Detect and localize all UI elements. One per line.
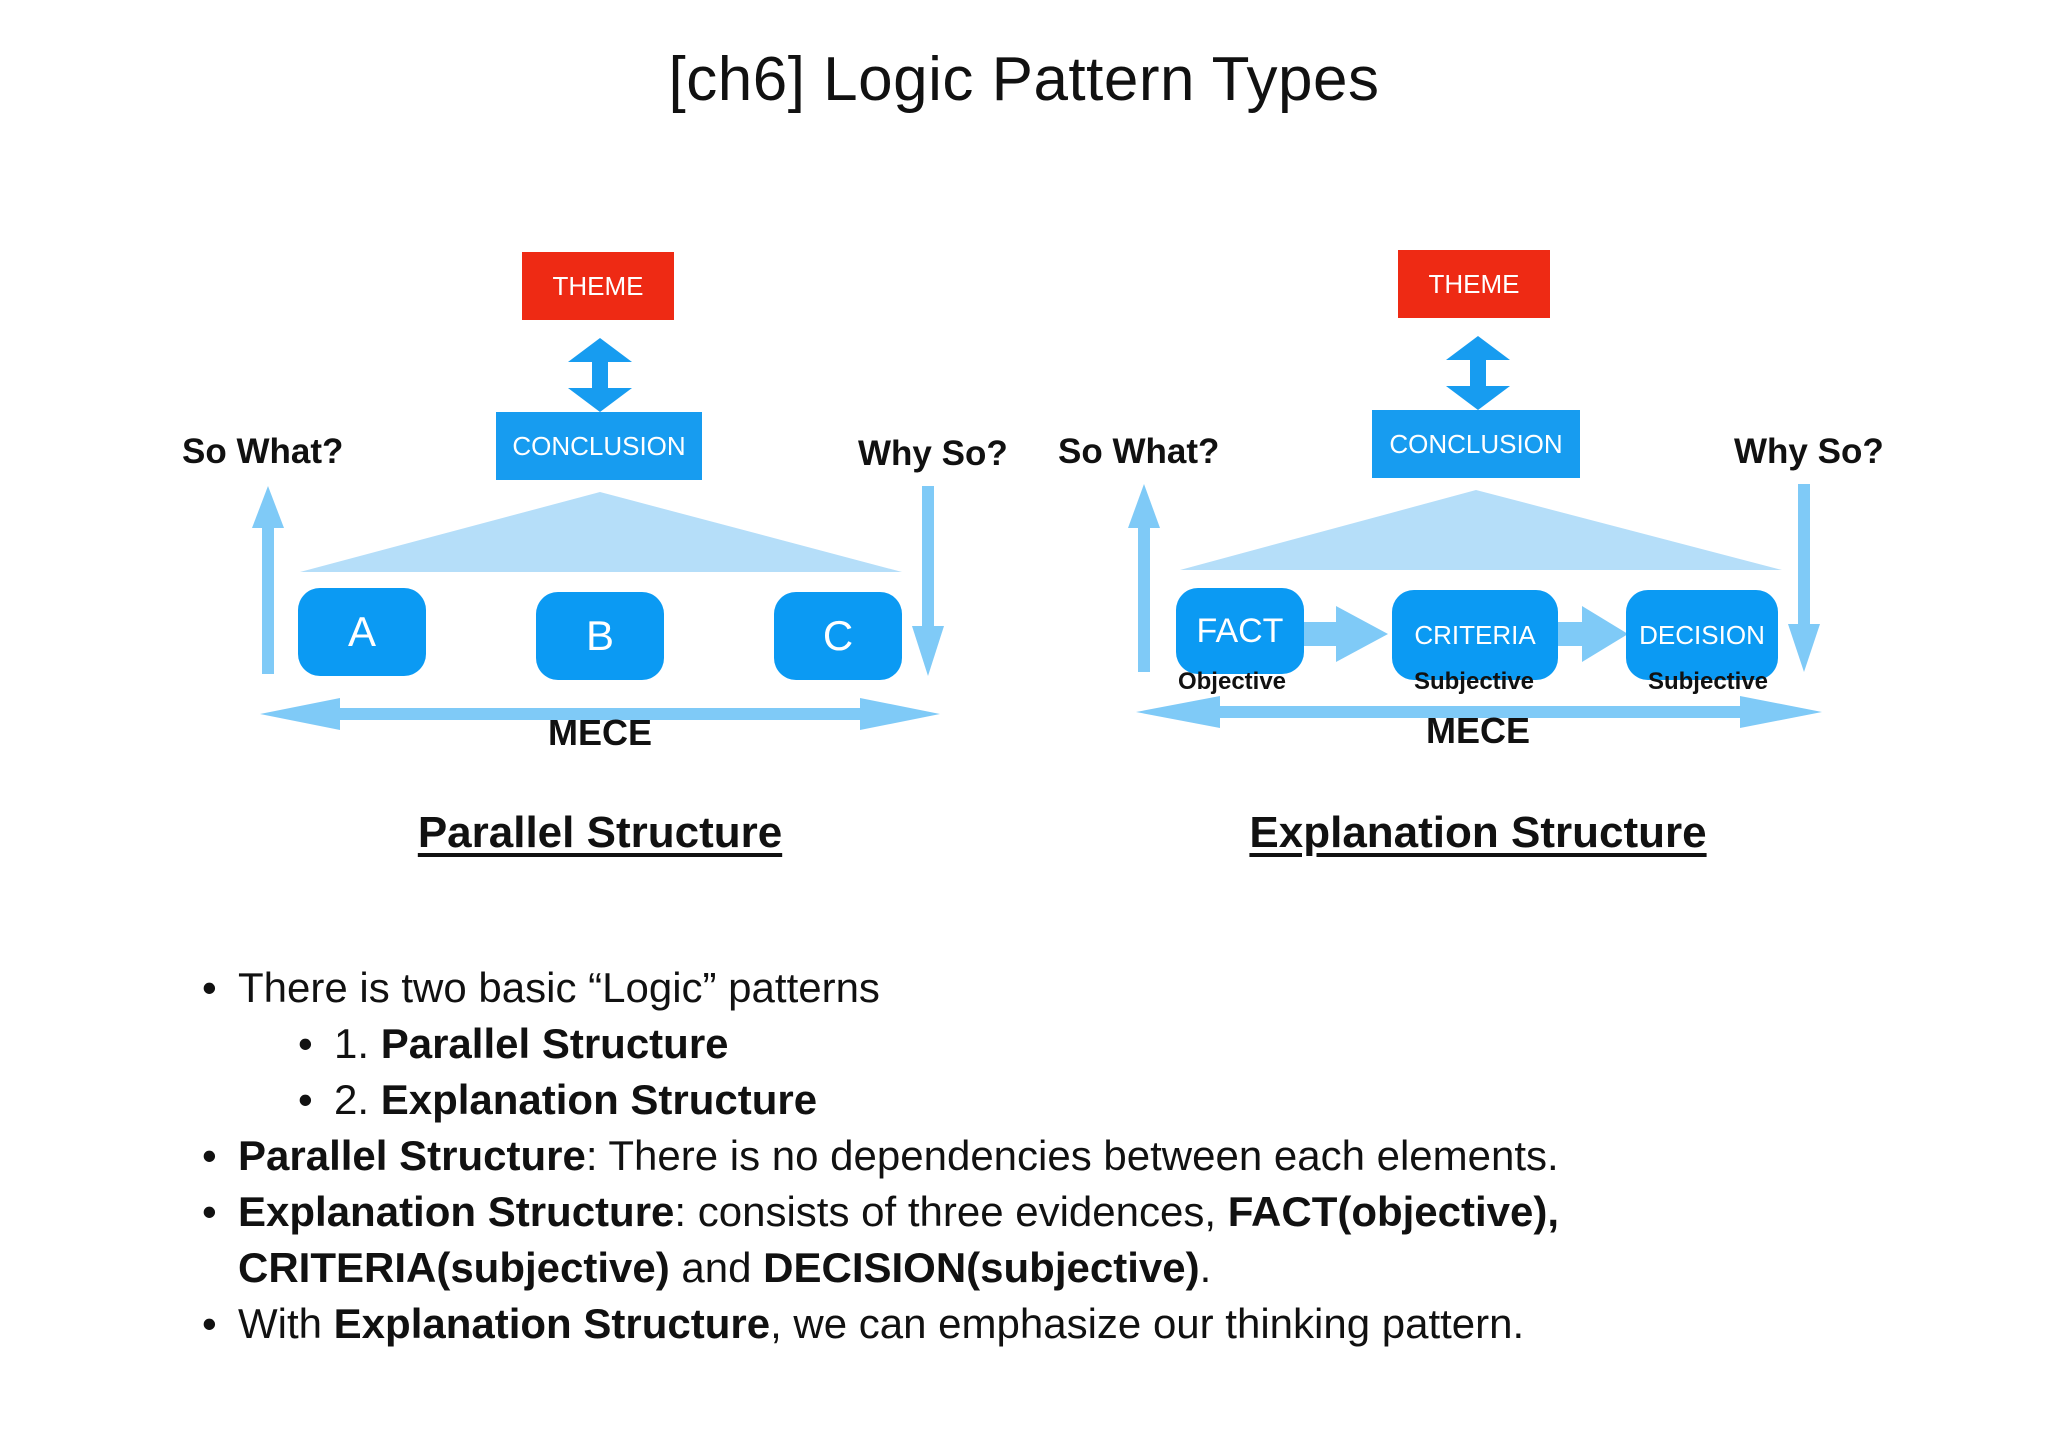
mece-arrow (1136, 696, 1822, 728)
node-c: C (774, 592, 902, 680)
node-fact: FACT (1176, 588, 1304, 674)
bullet-dot: • (202, 1188, 217, 1235)
theme-conclusion-double-arrow (1446, 336, 1510, 410)
node-decision: DECISION (1626, 590, 1778, 680)
bullet-item: • With Explanation Structure, we can emp… (200, 1296, 2000, 1352)
theme-box: THEME (522, 252, 674, 320)
pyramid-triangle (1180, 490, 1782, 570)
sub-bullet-item: • 2. Explanation Structure (296, 1072, 2000, 1128)
node-a: A (298, 588, 426, 676)
criteria-to-decision-arrow (1556, 606, 1628, 662)
bullet-dot: • (298, 1020, 313, 1067)
so-what-arrow (1128, 484, 1160, 672)
parallel-structure-caption: Parallel Structure (417, 808, 783, 857)
criteria-sublabel: Subjective (1413, 668, 1535, 695)
bullet-item: • There is two basic “Logic” patterns (200, 960, 2000, 1016)
pyramid-triangle (300, 492, 902, 572)
explanation-structure-caption: Explanation Structure (1249, 808, 1707, 857)
bullet-list: • There is two basic “Logic” patterns • … (200, 960, 2000, 1352)
bullet-dot: • (202, 1300, 217, 1347)
bullet-dot: • (202, 964, 217, 1011)
node-criteria: CRITERIA (1392, 590, 1558, 680)
theme-box: THEME (1398, 250, 1550, 318)
why-so-arrow (912, 486, 944, 676)
so-what-label: So What? (182, 432, 344, 471)
sub-bullet-item: • 1. Parallel Structure (296, 1016, 2000, 1072)
decision-sublabel: Subjective (1647, 668, 1769, 695)
parallel-diagram-graphics (252, 338, 944, 730)
mece-label: MECE (547, 712, 653, 753)
why-so-arrow (1788, 484, 1820, 672)
bullet-dot: • (202, 1132, 217, 1179)
why-so-label: Why So? (858, 434, 1008, 473)
mece-arrow (260, 698, 940, 730)
conclusion-box: CONCLUSION (496, 412, 702, 480)
fact-to-criteria-arrow (1304, 606, 1388, 662)
explanation-diagram-graphics (1128, 336, 1822, 728)
page-title: [ch6] Logic Pattern Types (668, 45, 1380, 114)
parallel-structure-diagram: THEME CONCLUSION So What? Why So? A B C … (0, 0, 1024, 860)
bullet-continuation: CRITERIA(subjective) and DECISION(subjec… (238, 1244, 1212, 1291)
bullet-item: • Explanation Structure: consists of thr… (200, 1184, 2000, 1240)
theme-conclusion-double-arrow (568, 338, 632, 412)
conclusion-box: CONCLUSION (1372, 410, 1580, 478)
why-so-label: Why So? (1734, 432, 1884, 471)
so-what-label: So What? (1058, 432, 1220, 471)
fact-sublabel: Objective (1177, 668, 1287, 695)
bullet-item: • Parallel Structure: There is no depend… (200, 1128, 2000, 1184)
node-b: B (536, 592, 664, 680)
explanation-structure-diagram: THEME CONCLUSION So What? Why So? FACT C… (880, 0, 1904, 860)
mece-label: MECE (1425, 710, 1531, 751)
so-what-arrow (252, 486, 284, 674)
bullet-dot: • (298, 1076, 313, 1123)
